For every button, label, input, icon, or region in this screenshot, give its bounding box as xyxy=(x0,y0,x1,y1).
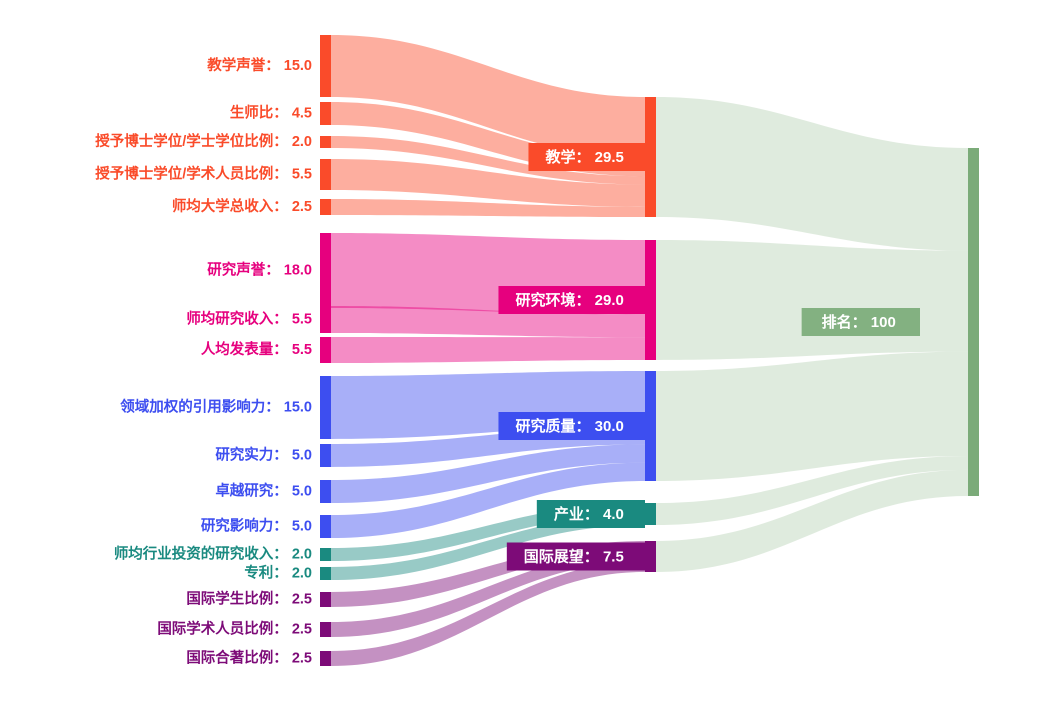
sankey-node-student_staff_ratio[interactable] xyxy=(320,102,331,125)
sankey-node-label-patents: 专利： 2.0 xyxy=(244,563,312,581)
sankey-node-label-publications_per_staff: 人均发表量： 5.5 xyxy=(201,340,312,358)
sankey-link-research_quality-to-ranking xyxy=(656,351,968,481)
sankey-node-label-international: 国际展望： 7.5 xyxy=(524,547,624,565)
nodes-layer xyxy=(320,35,979,666)
sankey-node-label-doctorate_bachelor_ratio: 授予博士学位/学士学位比例： 2.0 xyxy=(95,132,312,150)
sankey-node-institutional_income[interactable] xyxy=(320,199,331,215)
sankey-node-industry_income[interactable] xyxy=(320,548,331,561)
sankey-node-intl_staff[interactable] xyxy=(320,622,331,637)
sankey-link-teaching_reputation-to-teaching xyxy=(331,35,645,159)
sankey-node-label-intl_staff: 国际学术人员比例： 2.5 xyxy=(157,619,312,637)
sankey-node-doctorate_bachelor_ratio[interactable] xyxy=(320,136,331,148)
sankey-node-research_reputation[interactable] xyxy=(320,233,331,308)
labels-layer: 教学声誉： 15.0 生师比： 4.5 授予博士学位/学士学位比例： 2.0 授予博士… xyxy=(95,56,920,666)
sankey-node-research_influence[interactable] xyxy=(320,515,331,538)
sankey-node-teaching_reputation[interactable] xyxy=(320,35,331,97)
sankey-node-research_income[interactable] xyxy=(320,306,331,333)
sankey-link-international-to-ranking xyxy=(656,469,968,572)
sankey-node-label-teaching_reputation: 教学声誉： 15.0 xyxy=(206,56,312,74)
sankey-link-industry-to-ranking xyxy=(656,455,968,525)
sankey-node-label-intl_coauthorship: 国际合著比例： 2.5 xyxy=(186,648,312,666)
sankey-node-ranking[interactable] xyxy=(968,148,979,496)
sankey-node-label-bg-research_env xyxy=(498,286,645,314)
sankey-node-teaching[interactable] xyxy=(645,97,656,217)
sankey-node-label-research_income: 师均研究收入： 5.5 xyxy=(186,309,312,327)
sankey-node-publications_per_staff[interactable] xyxy=(320,337,331,363)
sankey-node-label-bg-research_quality xyxy=(498,412,645,440)
sankey-node-doctorate_staff_ratio[interactable] xyxy=(320,159,331,190)
sankey-node-industry[interactable] xyxy=(645,503,656,525)
sankey-node-label-research_strength: 研究实力： 5.0 xyxy=(215,445,312,463)
sankey-node-label-industry: 产业： 4.0 xyxy=(554,505,624,523)
sankey-link-doctorate_bachelor_ratio-to-teaching xyxy=(331,136,645,185)
sankey-link-intl_coauthorship-to-international xyxy=(331,561,645,666)
sankey-node-patents[interactable] xyxy=(320,567,331,580)
sankey-link-publications_per_staff-to-research_env xyxy=(331,337,645,363)
sankey-node-fwci[interactable] xyxy=(320,376,331,439)
sankey-node-research_env[interactable] xyxy=(645,240,656,360)
sankey-node-label-intl_students: 国际学生比例： 2.5 xyxy=(186,589,312,607)
sankey-node-label-bg-international xyxy=(506,542,645,571)
sankey-node-research_excellence[interactable] xyxy=(320,480,331,503)
sankey-node-international[interactable] xyxy=(645,541,656,572)
sankey-node-label-research_env: 研究环境： 29.0 xyxy=(515,291,623,309)
sankey-node-label-ranking: 排名： 100 xyxy=(822,313,896,331)
sankey-node-label-student_staff_ratio: 生师比： 4.5 xyxy=(230,103,312,121)
sankey-link-teaching-to-ranking xyxy=(656,97,968,251)
sankey-node-research_strength[interactable] xyxy=(320,444,331,467)
sankey-link-doctorate_staff_ratio-to-teaching xyxy=(331,159,645,207)
sankey-node-label-bg-industry xyxy=(536,500,645,528)
sankey-node-intl_students[interactable] xyxy=(320,592,331,607)
sankey-link-intl_staff-to-international xyxy=(331,551,645,637)
sankey-node-label-research_excellence: 卓越研究： 5.0 xyxy=(215,481,312,499)
sankey-link-research_influence-to-research_quality xyxy=(331,462,645,538)
sankey-node-label-industry_income: 师均行业投资的研究收入： 2.0 xyxy=(114,544,312,562)
sankey-link-research_env-to-ranking xyxy=(656,240,968,360)
sankey-node-label-research_quality: 研究质量： 30.0 xyxy=(515,417,623,435)
sankey-node-label-research_influence: 研究影响力： 5.0 xyxy=(201,516,312,534)
sankey-node-label-research_reputation: 研究声誉： 18.0 xyxy=(207,260,312,278)
sankey-link-patents-to-industry xyxy=(331,514,645,580)
sankey-link-research_excellence-to-research_quality xyxy=(331,444,645,503)
sankey-node-label-bg-ranking xyxy=(801,308,920,336)
sankey-node-label-bg-teaching xyxy=(528,143,645,171)
sankey-node-label-fwci: 领域加权的引用影响力： 15.0 xyxy=(120,397,312,415)
sankey-node-research_quality[interactable] xyxy=(645,371,656,481)
sankey-node-label-institutional_income: 师均大学总收入： 2.5 xyxy=(172,197,312,215)
sankey-node-label-doctorate_staff_ratio: 授予博士学位/学术人员比例： 5.5 xyxy=(95,164,312,182)
sankey-node-label-teaching: 教学： 29.5 xyxy=(544,148,623,166)
sankey-node-intl_coauthorship[interactable] xyxy=(320,651,331,666)
sankey-link-institutional_income-to-teaching xyxy=(331,199,645,217)
